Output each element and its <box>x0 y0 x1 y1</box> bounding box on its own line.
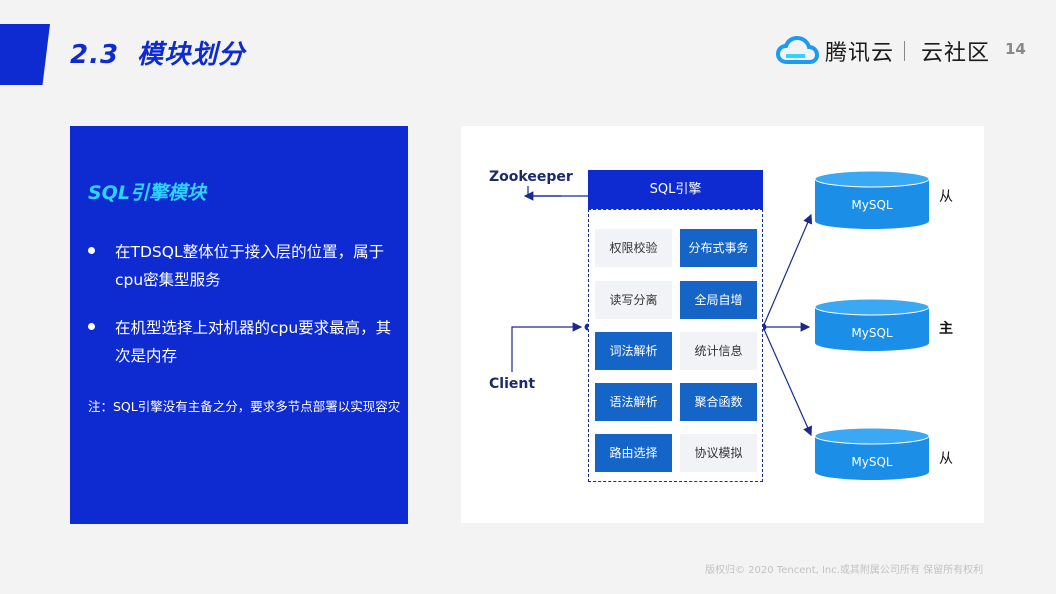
module-cell: 统计信息 <box>680 332 757 370</box>
zookeeper-label: Zookeeper <box>489 169 573 185</box>
bullet-item: 在机型选择上对机器的cpu要求最高，其次是内存 <box>88 314 398 370</box>
page-title: 2.3 模块划分 <box>70 38 245 72</box>
module-cell: 聚合函数 <box>680 383 757 421</box>
copyright-footer: 版权归© 2020 Tencent, Inc.或其附属公司所有 保留所有权利 <box>705 565 984 576</box>
module-cell: 路由选择 <box>595 434 672 472</box>
tencent-cloud-logo: 腾讯云 云社区 <box>775 34 990 68</box>
logo-text-community: 云社区 <box>921 41 991 66</box>
database-label: MySQL <box>851 455 893 469</box>
module-cell: 语法解析 <box>595 383 672 421</box>
bullet-dot-icon <box>88 247 95 254</box>
cloud-logo-icon <box>775 36 819 64</box>
module-cell: 分布式事务 <box>680 229 757 267</box>
database-label: MySQL <box>851 198 893 212</box>
module-cell: 协议模拟 <box>680 434 757 472</box>
database-role-master: 主 <box>939 321 953 337</box>
database-cylinder-slave-bottom <box>814 427 930 480</box>
database-cylinder-master <box>814 298 930 351</box>
panel-note: 注：SQL引擎没有主备之分，要求多节点部署以实现容灾 <box>88 399 401 414</box>
module-cell: 读写分离 <box>595 281 672 319</box>
sql-engine-description-panel: SQL引擎模块 在TDSQL整体位于接入层的位置，属于cpu密集型服务 在机型选… <box>70 126 408 524</box>
database-role-slave: 从 <box>939 189 953 205</box>
bullet-text: 在机型选择上对机器的cpu要求最高，其次是内存 <box>115 319 392 365</box>
client-label: Client <box>489 376 536 392</box>
bullet-item: 在TDSQL整体位于接入层的位置，属于cpu密集型服务 <box>88 238 398 294</box>
diagram-connectors <box>511 170 930 480</box>
module-cell: 词法解析 <box>595 332 672 370</box>
panel-heading: SQL引擎模块 <box>88 182 206 204</box>
client-arrow <box>511 322 583 372</box>
database-label: MySQL <box>851 326 893 340</box>
sql-engine-header: SQL引擎 <box>588 170 763 209</box>
header-accent-bar <box>0 24 50 85</box>
database-cylinder-slave-top <box>814 170 930 229</box>
sql-engine-module-box: 权限校验 分布式事务 读写分离 全局自增 词法解析 统计信息 语法解析 聚合函数… <box>588 209 763 482</box>
section-title: 模块划分 <box>137 40 246 70</box>
bullet-text: 在TDSQL整体位于接入层的位置，属于cpu密集型服务 <box>115 243 385 289</box>
db-arrow-slave-top <box>762 213 813 328</box>
section-number: 2.3 <box>70 40 120 70</box>
architecture-diagram: Zookeeper Client SQL引擎 权限校验 分布式事务 读写分离 全… <box>461 126 984 523</box>
module-cell: 全局自增 <box>680 281 757 319</box>
page-number: 14 <box>1005 40 1026 58</box>
database-role-slave: 从 <box>939 451 953 467</box>
bullet-dot-icon <box>88 323 95 330</box>
db-arrow-slave-bottom <box>762 326 812 437</box>
logo-separator <box>904 41 906 61</box>
logo-text-tencent: 腾讯云 <box>825 41 895 66</box>
module-cell: 权限校验 <box>595 229 672 267</box>
